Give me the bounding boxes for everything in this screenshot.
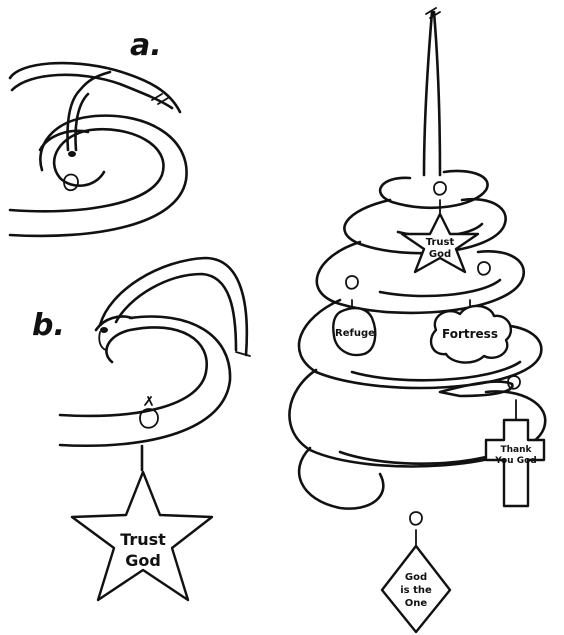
mobile-refuge-text: Refuge bbox=[335, 328, 375, 339]
mobile-diamond-line3: One bbox=[405, 598, 428, 609]
step-b-arch-outer bbox=[98, 256, 249, 357]
mobile-diamond-line1: God bbox=[405, 572, 427, 583]
step-a-spiral-inner bbox=[38, 129, 90, 152]
step-b-punched-hole bbox=[100, 327, 108, 333]
step-b-diagram: b. Trust God bbox=[32, 256, 251, 602]
mobile-ribbon-edge-3 bbox=[378, 278, 502, 298]
step-a-strip-tail-edge bbox=[10, 73, 174, 110]
mobile-diamond-line2: is the bbox=[400, 585, 432, 596]
mobile-hanging-string-right bbox=[432, 10, 442, 177]
mobile-bell-4 bbox=[507, 375, 521, 390]
mobile-refuge-tag bbox=[332, 306, 377, 357]
step-b-spiral-mid bbox=[58, 315, 232, 447]
mobile-star-tag bbox=[400, 212, 480, 274]
mobile-spiral-tier-3 bbox=[315, 240, 525, 315]
mobile-ribbon-edge-4 bbox=[350, 360, 522, 382]
mobile-fortress-text: Fortress bbox=[442, 327, 498, 341]
step-b-star-tag bbox=[70, 470, 214, 602]
step-a-spiral-mid bbox=[8, 114, 188, 238]
mobile-cross-line2: You God bbox=[494, 456, 536, 466]
mobile-spiral-tier-1 bbox=[378, 169, 489, 210]
step-a-strip-tail bbox=[8, 61, 182, 114]
step-b-spiral-inner bbox=[94, 315, 134, 332]
step-b-spiral-outer bbox=[58, 326, 209, 418]
step-a-label: a. bbox=[130, 28, 162, 63]
step-b-arch-end bbox=[235, 351, 251, 357]
step-a-bell bbox=[63, 173, 79, 192]
mobile-top-knot bbox=[425, 7, 441, 19]
step-a-knot bbox=[151, 93, 169, 105]
mobile-cross-tag bbox=[484, 418, 546, 508]
step-b-star-line1: Trust bbox=[120, 530, 166, 549]
mobile-spiral-tier-5 bbox=[288, 368, 547, 468]
mobile-hanging-string-left bbox=[422, 10, 434, 177]
step-a-diagram: a. bbox=[8, 28, 188, 238]
step-b-arch-inner bbox=[114, 272, 238, 352]
step-b-star-line2: God bbox=[125, 551, 161, 570]
step-b-drip bbox=[98, 331, 107, 351]
step-b-label: b. bbox=[32, 308, 65, 343]
mobile-spiral-tier-6 bbox=[297, 446, 385, 510]
mobile-spiral-tier-4 bbox=[297, 298, 543, 390]
step-b-bell-tie bbox=[144, 396, 153, 406]
mobile-star-line2: God bbox=[429, 249, 451, 260]
completed-mobile: Trust God Refuge Fortress Thank You God … bbox=[288, 7, 547, 634]
mobile-inner-slot bbox=[438, 380, 514, 398]
mobile-fortress-tag bbox=[429, 304, 513, 364]
mobile-bell-1 bbox=[433, 181, 447, 196]
mobile-bell-5 bbox=[409, 511, 423, 526]
step-a-string bbox=[66, 70, 112, 152]
step-a-string-edge bbox=[74, 92, 90, 152]
mobile-diamond-tag bbox=[380, 544, 452, 634]
mobile-bell-2 bbox=[477, 261, 491, 276]
mobile-cross-line1: Thank bbox=[500, 445, 532, 455]
mobile-star-line1: Trust bbox=[426, 237, 455, 248]
step-b-bell bbox=[139, 408, 159, 429]
step-a-spiral-outer bbox=[8, 127, 165, 213]
mobile-bell-3 bbox=[345, 275, 359, 290]
step-a-punched-hole bbox=[68, 151, 76, 157]
